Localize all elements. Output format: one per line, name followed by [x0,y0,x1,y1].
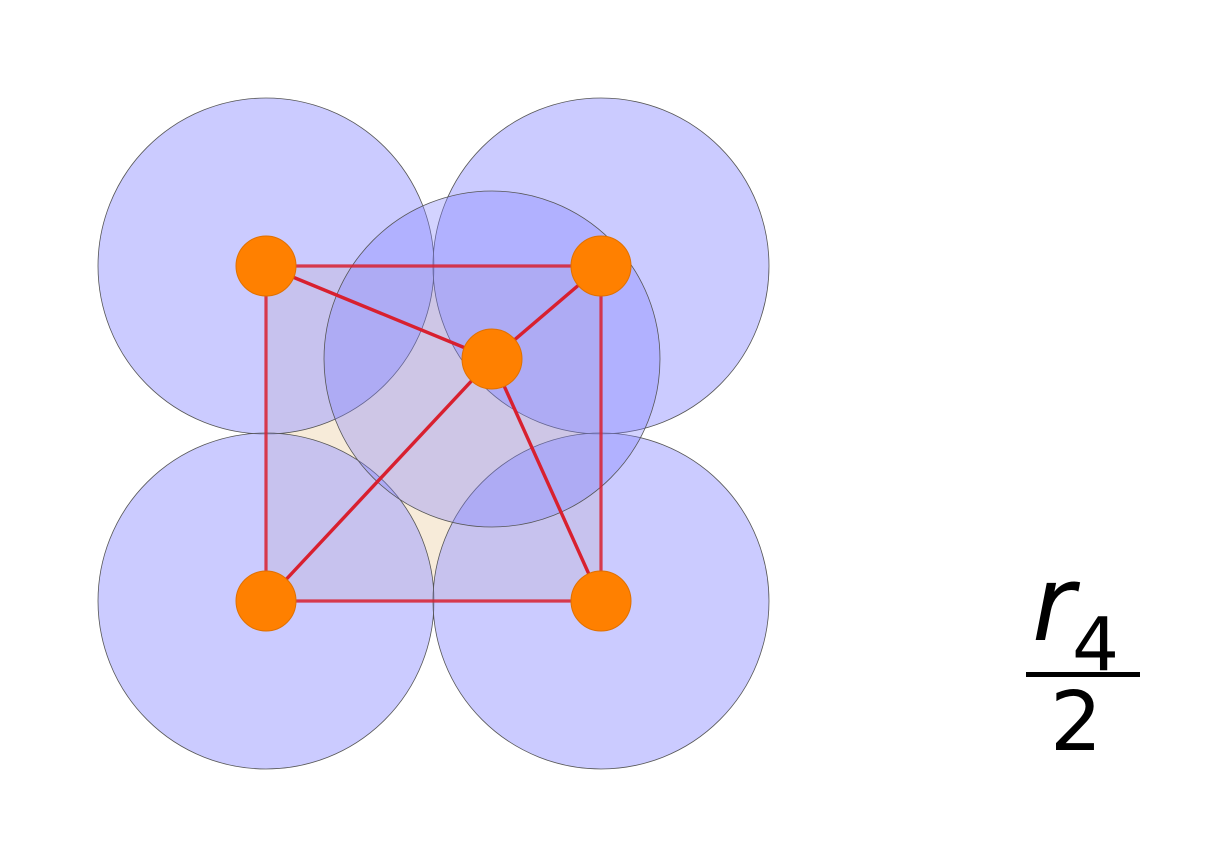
radius-label: r 4 2 [1020,552,1144,775]
node-top-left [235,235,297,297]
node-center [461,328,523,390]
label-variable: r [1032,543,1075,665]
label-subscript: 4 [1072,602,1120,688]
nodes [235,235,632,632]
square-edges [264,264,603,603]
node-top-right [570,235,632,297]
label-denominator: 2 [1050,675,1103,770]
node-bottom-right [570,570,632,632]
spoke-bottom-left [264,357,494,603]
spoke-bottom-right [490,358,603,602]
fraction-bar [1026,672,1140,677]
node-bottom-left [235,570,297,632]
spoke-top-left [265,264,493,361]
